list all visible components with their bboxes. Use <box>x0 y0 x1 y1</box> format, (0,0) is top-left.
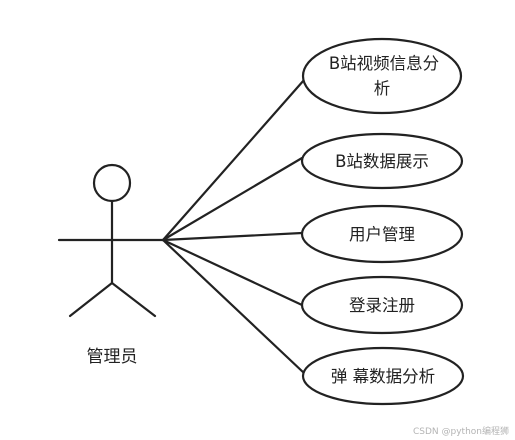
actor-label: 管理员 <box>87 347 138 367</box>
use-case-label: B站视频信息分 <box>329 54 439 73</box>
use-case-label: 用户管理 <box>349 225 415 244</box>
use-case-label: 登录注册 <box>349 296 415 315</box>
association-line <box>161 78 306 242</box>
association-line <box>161 238 304 307</box>
association-line <box>161 238 306 375</box>
use-case-danmaku-analysis[interactable]: 弹 幕数据分析 <box>301 346 465 406</box>
association-line <box>161 231 304 242</box>
use-case-label: B站数据展示 <box>335 152 429 171</box>
use-case-ellipse[interactable] <box>300 132 464 190</box>
actor-figure <box>57 163 167 318</box>
use-case-ellipse[interactable] <box>301 346 465 406</box>
actor-right-leg <box>110 281 157 318</box>
watermark: CSDN @python编程狮 <box>412 427 509 437</box>
association-line <box>161 156 304 242</box>
use-case-bili-data-display[interactable]: B站数据展示 <box>300 132 464 190</box>
use-case-bili-video-analysis[interactable]: B站视频信息分 析 <box>301 37 463 115</box>
actor-head <box>92 163 132 203</box>
use-case-ellipse[interactable] <box>301 37 463 115</box>
use-case-ellipse[interactable] <box>300 204 464 264</box>
use-case-label-line2: 析 <box>374 79 391 98</box>
use-case-ellipse[interactable] <box>300 275 464 335</box>
actor-left-leg <box>68 281 114 318</box>
use-case-label: 弹 幕数据分析 <box>331 367 435 386</box>
association-lines <box>161 78 306 375</box>
use-case-user-management[interactable]: 用户管理 <box>300 204 464 264</box>
use-case-login-register[interactable]: 登录注册 <box>300 275 464 335</box>
